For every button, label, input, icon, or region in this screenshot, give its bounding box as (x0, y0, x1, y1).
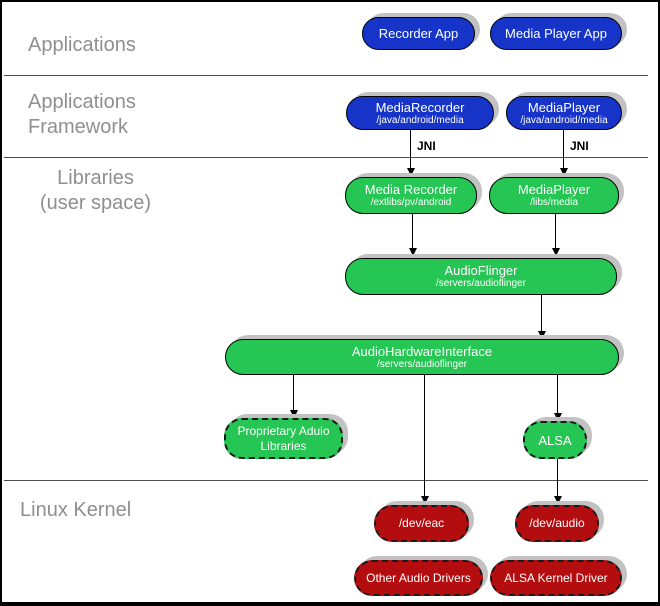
arrowhead-icon (537, 331, 546, 339)
mediaplayer-framework-title: MediaPlayer (527, 99, 601, 115)
jni-label-right: JNI (570, 139, 589, 153)
alsa-kernel-driver-node: ALSA Kernel Driver (490, 560, 622, 596)
divider-framework (4, 157, 648, 158)
dev-eac-label: /dev/eac (398, 516, 445, 530)
media-recorder-lib-node: Media Recorder /extlibs/pv/android (345, 177, 477, 214)
proprietary-audio-libraries-label: Proprietary Aduio Libraries (237, 423, 330, 453)
dev-audio-label: /dev/audio (529, 516, 585, 530)
arrow-ahi-to-proprietary (289, 375, 298, 418)
arrow-jni-left (406, 130, 415, 176)
dev-eac-node: /dev/eac (374, 505, 469, 542)
mediaplayer-lib-path: /libs/media (530, 197, 578, 208)
arrow-recorder-to-audioflinger (408, 214, 417, 256)
recorder-app-label: Recorder App (378, 26, 459, 41)
media-recorder-lib-path: /extlibs/pv/android (370, 197, 452, 208)
mediaplayer-lib-title: MediaPlayer (517, 182, 591, 197)
mediarecorder-framework-path: /java/android/media (376, 114, 464, 126)
dev-audio-node: /dev/audio (515, 505, 599, 542)
arrow-audioflinger-to-ahi (537, 295, 546, 339)
alsa-node: ALSA (523, 421, 587, 459)
layer-label-applications: Applications (28, 34, 136, 56)
arrow-alsa-to-dev-audio (553, 459, 562, 504)
audio-hardware-interface-title: AudioHardwareInterface (351, 343, 493, 359)
arrowhead-icon (559, 168, 568, 176)
arrowhead-icon (551, 248, 560, 256)
arrow-ahi-to-alsa (553, 375, 562, 421)
alsa-label: ALSA (538, 432, 572, 448)
audio-hardware-interface-path: /servers/audioflinger (376, 358, 468, 370)
divider-kernel (4, 480, 648, 481)
mediarecorder-framework-node: MediaRecorder /java/android/media (346, 96, 494, 130)
mediaplayer-lib-node: MediaPlayer /libs/media (489, 177, 619, 214)
other-audio-drivers-node: Other Audio Drivers (354, 560, 483, 596)
arrowhead-icon (553, 413, 562, 421)
arrow-player-to-audioflinger (551, 214, 560, 256)
layer-label-applications-framework: Applications Framework (28, 91, 136, 138)
arrow-jni-right (559, 130, 568, 176)
layer-label-linux-kernel: Linux Kernel (20, 499, 132, 521)
jni-label-left: JNI (417, 139, 436, 153)
arrowhead-icon (289, 410, 298, 418)
mediarecorder-framework-title: MediaRecorder (375, 99, 465, 115)
divider-applications (4, 75, 648, 76)
arrowhead-icon (408, 248, 417, 256)
mediaplayer-framework-node: MediaPlayer /java/android/media (506, 96, 622, 130)
arrow-ahi-to-dev-eac (420, 375, 429, 504)
layer-label-libraries: Libraries (user space) (39, 167, 152, 214)
arrowhead-icon (420, 496, 429, 504)
mediaplayer-framework-path: /java/android/media (520, 114, 608, 126)
arrowhead-icon (406, 168, 415, 176)
alsa-kernel-driver-label: ALSA Kernel Driver (504, 570, 608, 585)
recorder-app-node: Recorder App (362, 17, 475, 50)
audioflinger-node: AudioFlinger /servers/audioflinger (345, 258, 617, 295)
proprietary-audio-libraries-node: Proprietary Aduio Libraries (224, 418, 343, 459)
media-recorder-lib-title: Media Recorder (364, 182, 458, 197)
media-player-app-node: Media Player App (490, 17, 622, 50)
audioflinger-title: AudioFlinger (444, 263, 518, 278)
audio-hardware-interface-node: AudioHardwareInterface /servers/audiofli… (225, 339, 619, 375)
media-player-app-label: Media Player App (505, 26, 607, 41)
audioflinger-path: /servers/audioflinger (435, 278, 527, 289)
other-audio-drivers-label: Other Audio Drivers (366, 570, 471, 585)
arrowhead-icon (553, 496, 562, 504)
